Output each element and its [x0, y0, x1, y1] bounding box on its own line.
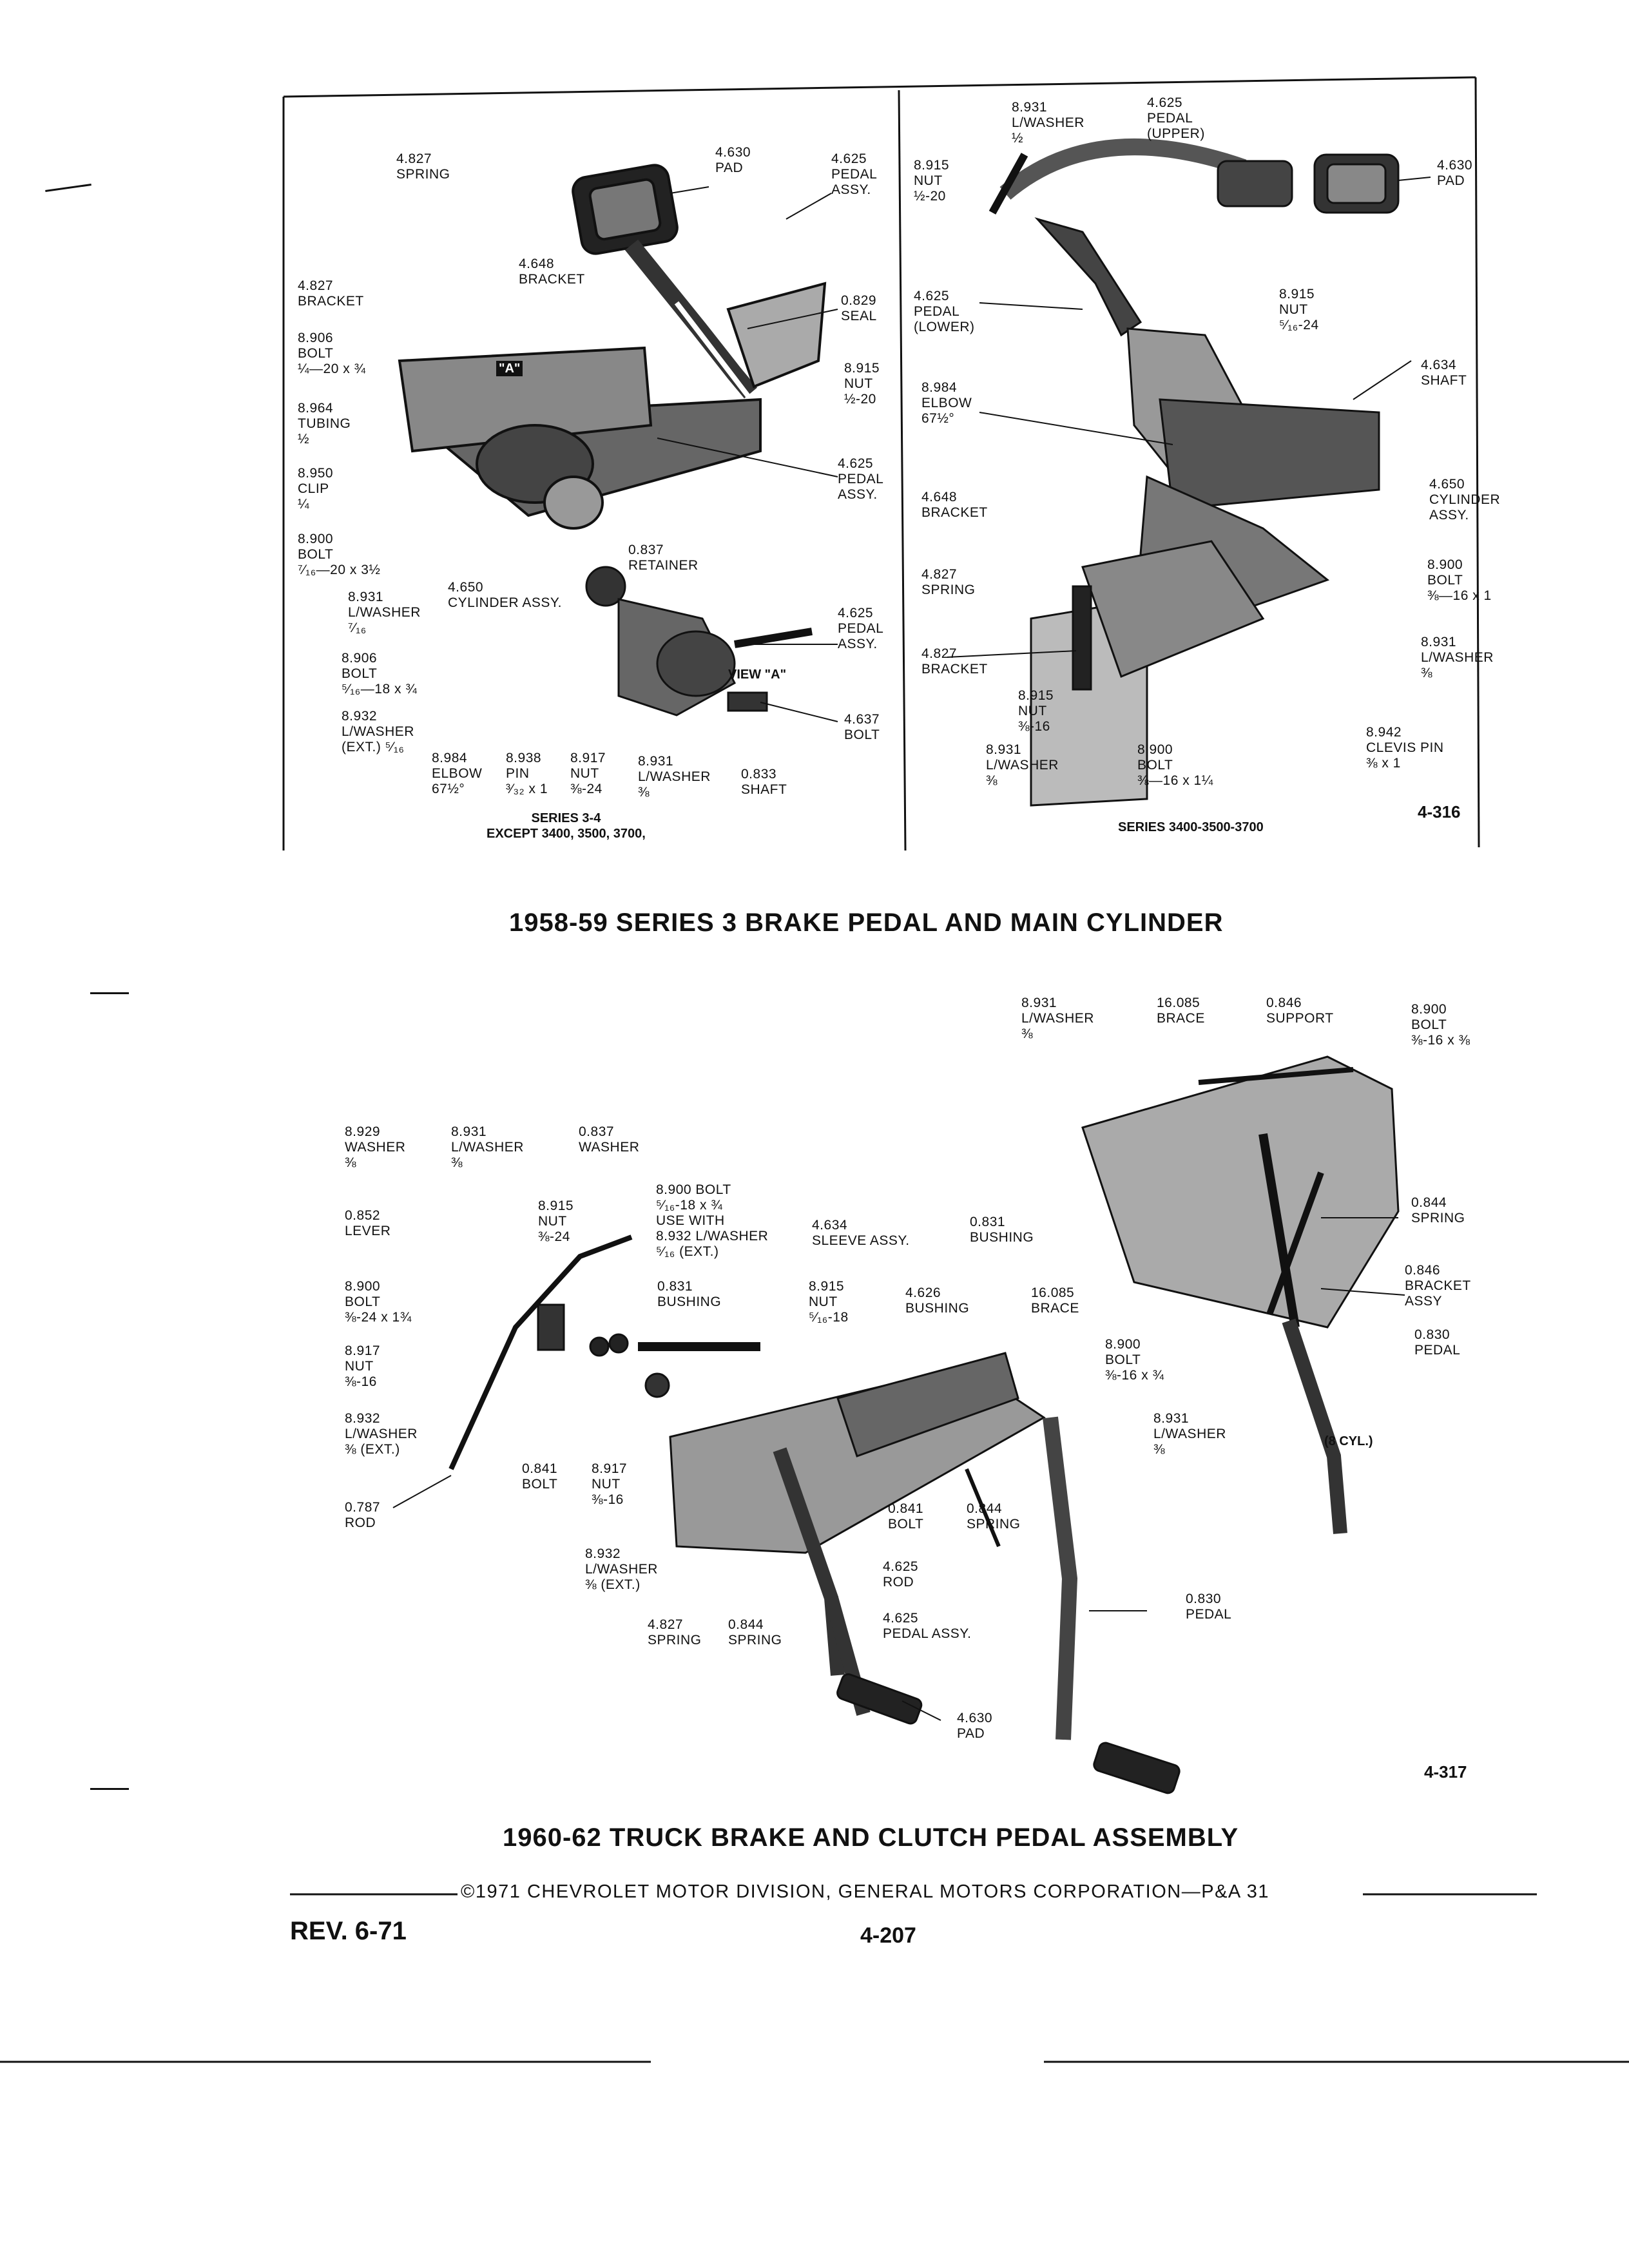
- label-bolt-8900b-right: 8.900 BOLT ⅜—16 x 1¼: [1137, 742, 1213, 788]
- label-bolt-8906: 8.906 BOLT ¼—20 x ¾: [298, 331, 366, 376]
- label-bolt-8900-mid: 8.900 BOLT ⅜-16 x ¾: [1105, 1337, 1164, 1383]
- page-number: 4-207: [860, 1923, 916, 1948]
- label-nut-8915-right: 8.915 NUT ½-20: [914, 158, 950, 204]
- figure-number-4-317: 4-317: [1424, 1762, 1467, 1782]
- label-nut-8915b: 8.915 NUT ⁵⁄₁₆-18: [809, 1279, 849, 1325]
- label-sleeve-4634: 4.634 SLEEVE ASSY.: [812, 1218, 910, 1248]
- top-left-series-caption: SERIES 3-4 EXCEPT 3400, 3500, 3700,: [487, 811, 646, 841]
- view-a-marker: "A": [496, 361, 523, 376]
- label-bracket-4827: 4.827 BRACKET: [298, 278, 364, 309]
- label-pedal-assy-4625: 4.625 PEDAL ASSY.: [883, 1611, 972, 1641]
- figure-number-4-316: 4-316: [1418, 802, 1461, 822]
- label-bracket-4648-right: 4.648 BRACKET: [921, 490, 988, 520]
- label-lwasher-8931c-right: 8.931 L/WASHER ⅜: [986, 742, 1059, 788]
- copyright-line: ©1971 CHEVROLET MOTOR DIVISION, GENERAL …: [461, 1881, 1269, 1902]
- label-bracket-4648: 4.648 BRACKET: [519, 256, 585, 287]
- label-bolt-8906b: 8.906 BOLT ⁵⁄₁₆—18 x ¾: [342, 651, 418, 697]
- label-cylinder-4650: 4.650 CYLINDER ASSY.: [448, 580, 563, 610]
- bottom-assembly: [448, 1055, 1400, 1794]
- label-nut-8915: 8.915 NUT ⅜-24: [538, 1198, 574, 1244]
- label-nut-8915: 8.915 NUT ½-20: [844, 361, 880, 407]
- label-bolt-8900-right: 8.900 BOLT ⅜—16 x 1: [1427, 557, 1492, 603]
- label-brace-16085-top: 16.085 BRACE: [1157, 995, 1205, 1026]
- label-retainer-0837: 0.837 RETAINER: [628, 543, 699, 573]
- top-figure-title: 1958-59 SERIES 3 BRAKE PEDAL AND MAIN CY…: [509, 908, 1224, 937]
- label-bolt-8900-use: 8.900 BOLT ⁵⁄₁₆-18 x ¾ USE WITH 8.932 L/…: [656, 1182, 769, 1259]
- label-pin-8938: 8.938 PIN ³⁄₃₂ x 1: [506, 751, 548, 796]
- label-lwasher-8932: 8.932 L/WASHER (EXT.) ⁵⁄₁₆: [342, 709, 414, 754]
- label-nut-8917: 8.917 NUT ⅜-24: [570, 751, 606, 796]
- label-elbow-8984: 8.984 ELBOW 67½°: [432, 751, 483, 796]
- label-elbow-8984-right: 8.984 ELBOW 67½°: [921, 380, 972, 426]
- label-pedal-upper-4625: 4.625 PEDAL (UPPER): [1147, 95, 1205, 141]
- label-rod-0787: 0.787 ROD: [345, 1500, 381, 1530]
- label-bracket-4827-right: 4.827 BRACKET: [921, 646, 988, 677]
- label-bracket-0846: 0.846 BRACKET ASSY: [1405, 1263, 1471, 1309]
- label-view-a: VIEW "A": [728, 668, 787, 682]
- label-tubing-8964: 8.964 TUBING ½: [298, 401, 351, 447]
- label-washer-0837: 0.837 WASHER: [579, 1124, 640, 1155]
- bottom-figure-title: 1960-62 TRUCK BRAKE AND CLUTCH PEDAL ASS…: [503, 1823, 1239, 1852]
- label-spring-4827-right: 4.827 SPRING: [921, 567, 976, 597]
- label-spring-0844-top: 0.844 SPRING: [1411, 1195, 1465, 1225]
- label-pedal-assy-4625c: 4.625 PEDAL ASSY.: [838, 606, 884, 651]
- label-lwasher-8931-top: 8.931 L/WASHER ⅜: [1021, 995, 1094, 1041]
- label-bushing-4626: 4.626 BUSHING: [905, 1285, 970, 1316]
- top-left-assembly: [398, 164, 827, 530]
- view-a-detail: [585, 566, 813, 716]
- label-pedal-0830: 0.830 PEDAL: [1186, 1591, 1232, 1622]
- label-pedal-lower-4625: 4.625 PEDAL (LOWER): [914, 289, 975, 334]
- label-seal-0829: 0.829 SEAL: [841, 293, 877, 323]
- label-cylinder-4650-right: 4.650 CYLINDER ASSY.: [1429, 477, 1501, 523]
- label-bolt-8900-left: 8.900 BOLT ⅜-24 x 1¾: [345, 1279, 412, 1325]
- label-bolt-8900-top: 8.900 BOLT ⅜-16 x ⅜: [1411, 1002, 1470, 1048]
- label-clip-8950: 8.950 CLIP ¼: [298, 466, 334, 512]
- top-right-assembly: [988, 139, 1400, 807]
- label-lwasher-8932: 8.932 L/WASHER ⅜ (EXT.): [345, 1411, 418, 1457]
- label-lwasher-8931b-right: 8.931 L/WASHER ⅜: [1421, 635, 1494, 680]
- label-shaft-0833: 0.833 SHAFT: [741, 767, 787, 797]
- label-nut-8915c-right: 8.915 NUT ⅜-16: [1018, 688, 1054, 734]
- label-nut-8917b: 8.917 NUT ⅜-16: [592, 1461, 628, 1507]
- label-pedal-assy-4625b: 4.625 PEDAL ASSY.: [838, 456, 884, 502]
- label-lwasher-8931: 8.931 L/WASHER ⁷⁄₁₆: [348, 590, 421, 635]
- label-spring-0844b: 0.844 SPRING: [728, 1617, 782, 1648]
- label-pad-4630: 4.630 PAD: [715, 145, 751, 175]
- revision-label: REV. 6-71: [290, 1917, 407, 1945]
- label-clevis-8942: 8.942 CLEVIS PIN ⅜ x 1: [1366, 725, 1444, 771]
- label-pad-4630: 4.630 PAD: [957, 1711, 993, 1741]
- label-washer-8929: 8.929 WASHER ⅜: [345, 1124, 406, 1170]
- label-shaft-4634: 4.634 SHAFT: [1421, 358, 1467, 388]
- label-nut-8917: 8.917 NUT ⅜-16: [345, 1343, 381, 1389]
- margin-mark: [90, 1788, 129, 1790]
- label-bolt-0841b: 0.841 BOLT: [888, 1501, 924, 1532]
- label-bushing-0831: 0.831 BUSHING: [657, 1279, 722, 1309]
- label-support-0846: 0.846 SUPPORT: [1266, 995, 1334, 1026]
- label-lever-0852: 0.852 LEVER: [345, 1208, 391, 1238]
- top-right-series-caption: SERIES 3400-3500-3700: [1118, 820, 1264, 834]
- label-rod-4625: 4.625 ROD: [883, 1559, 919, 1590]
- label-spring-0844: 0.844 SPRING: [967, 1501, 1021, 1532]
- label-pedal-assy-4625: 4.625 PEDAL ASSY.: [831, 151, 878, 197]
- label-nut-8915b-right: 8.915 NUT ⁵⁄₁₆-24: [1279, 287, 1319, 332]
- label-lwasher-8932b: 8.932 L/WASHER ⅜ (EXT.): [585, 1546, 658, 1592]
- label-bolt-0841: 0.841 BOLT: [522, 1461, 558, 1492]
- margin-mark: [90, 992, 129, 994]
- label-lwasher-8931-mid: 8.931 L/WASHER ⅜: [1153, 1411, 1226, 1457]
- label-lwasher-8931: 8.931 L/WASHER ⅜: [451, 1124, 524, 1170]
- label-lwasher-8931-right: 8.931 L/WASHER ½: [1012, 100, 1084, 146]
- label-spring-4827: 4.827 SPRING: [396, 151, 450, 182]
- label-bushing-0831-right: 0.831 BUSHING: [970, 1215, 1034, 1245]
- label-pad-4630-right: 4.630 PAD: [1437, 158, 1473, 188]
- label-spring-4827: 4.827 SPRING: [648, 1617, 702, 1648]
- label-pedal-0830-top: 0.830 PEDAL: [1414, 1327, 1461, 1358]
- label-bolt-8900: 8.900 BOLT ⁷⁄₁₆—20 x 3½: [298, 532, 381, 577]
- label-lwasher-8931b: 8.931 L/WASHER ⅜: [638, 754, 711, 800]
- label-eight-cyl: (8 CYL.): [1324, 1434, 1373, 1448]
- leader-lines: [392, 177, 1431, 1721]
- label-brace-16085: 16.085 BRACE: [1031, 1285, 1079, 1316]
- label-bolt-4637: 4.637 BOLT: [844, 712, 880, 742]
